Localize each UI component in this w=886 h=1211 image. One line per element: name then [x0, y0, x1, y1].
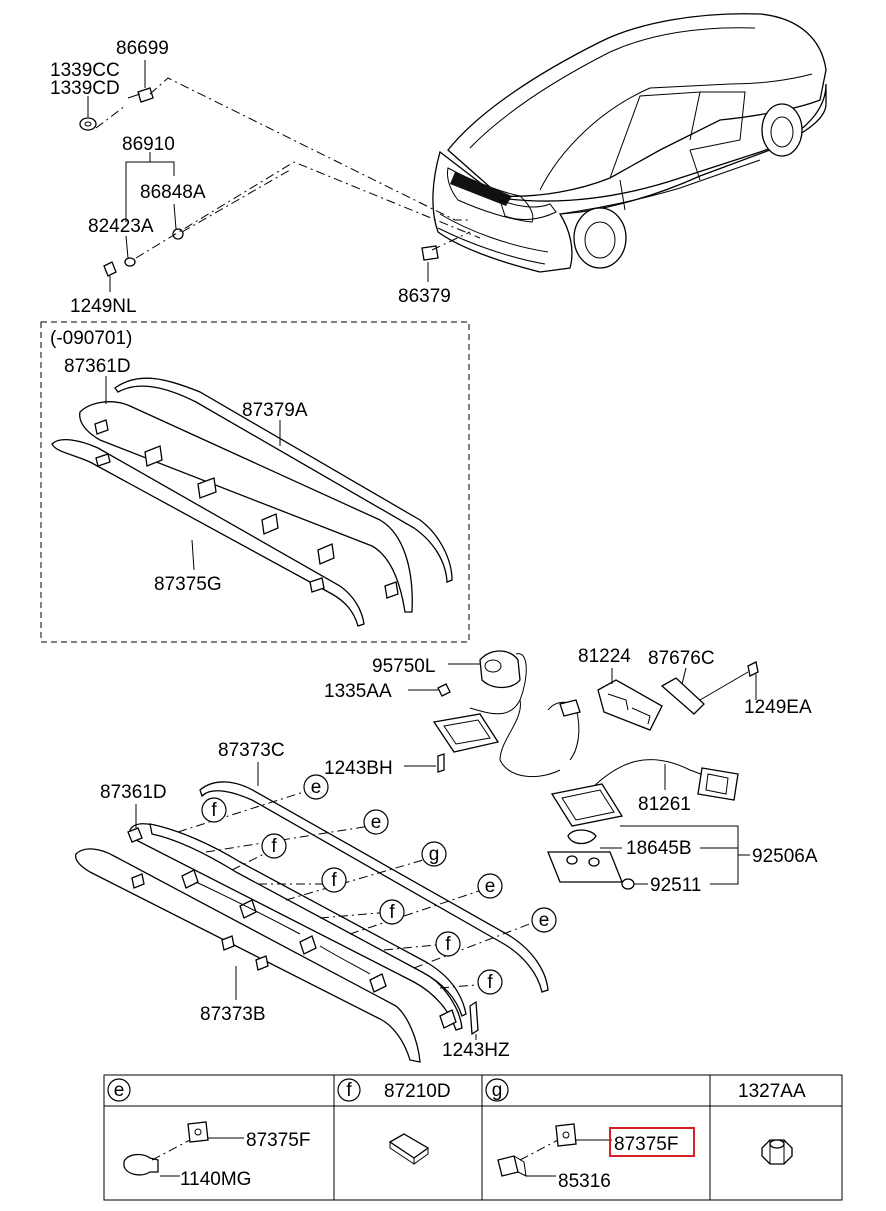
svg-text:e: e [539, 910, 550, 931]
pad-87210d-drawing [388, 1133, 430, 1159]
label-1249nl[interactable]: 1249NL [70, 296, 137, 317]
callout-e-3[interactable]: e [477, 873, 503, 899]
label-81224[interactable]: 81224 [578, 646, 631, 667]
label-87373c[interactable]: 87373C [218, 740, 285, 761]
svg-text:f: f [346, 1080, 352, 1101]
callout-f-2[interactable]: f [261, 833, 287, 859]
top-fasteners [79, 60, 439, 292]
label-1249ea[interactable]: 1249EA [744, 697, 812, 718]
legend-col4-part[interactable]: 1327AA [738, 1081, 806, 1102]
clip-1140mg-drawing [123, 1153, 159, 1176]
svg-text:e: e [311, 777, 322, 798]
legend-g-part-1[interactable]: 87375F [614, 1134, 678, 1155]
label-1339cc[interactable]: 1339CC [50, 60, 120, 81]
callout-f-1[interactable]: f [201, 797, 227, 823]
label-86848a[interactable]: 86848A [140, 182, 206, 203]
label-87361d-bottom[interactable]: 87361D [100, 782, 167, 803]
label-87375g[interactable]: 87375G [154, 574, 222, 595]
label-86910[interactable]: 86910 [122, 134, 175, 155]
label-87379a[interactable]: 87379A [242, 400, 308, 421]
legend-g-part-2[interactable]: 85316 [558, 1171, 611, 1192]
label-87676c[interactable]: 87676C [648, 648, 715, 669]
leader-lines-top [95, 77, 481, 259]
label-1243hz[interactable]: 1243HZ [442, 1040, 510, 1061]
svg-text:e: e [485, 876, 496, 897]
label-92511[interactable]: 92511 [650, 875, 701, 896]
legend-header-f: f [337, 1078, 361, 1102]
svg-text:g: g [492, 1080, 503, 1101]
wiring-and-lamps [404, 650, 759, 890]
callout-f-6[interactable]: f [477, 969, 503, 995]
svg-text:f: f [271, 836, 277, 857]
legend-table: e f 87210D g 1327AA 87375F 1140MG 87375F… [103, 1074, 843, 1201]
callout-e-4[interactable]: e [531, 907, 557, 933]
part-labels: 1339CC 1339CD 86699 86910 86848A 82423A … [50, 38, 818, 1061]
callout-f-4[interactable]: f [379, 899, 405, 925]
callout-e-2[interactable]: e [363, 809, 389, 835]
label-1335aa[interactable]: 1335AA [324, 681, 392, 702]
legend-header-g: g [485, 1078, 509, 1102]
label-87373b[interactable]: 87373B [200, 1004, 266, 1025]
clip-87375f-drawing [187, 1121, 209, 1143]
nut-1327aa-drawing [761, 1139, 793, 1165]
variant-note: (-090701) [50, 328, 132, 349]
callout-circles: e f e f g f e f e f f [201, 774, 557, 995]
vehicle-illustration [432, 13, 827, 273]
label-81261[interactable]: 81261 [638, 794, 691, 815]
clip-85316-drawing [497, 1155, 519, 1177]
svg-text:f: f [389, 902, 395, 923]
variant-box [40, 321, 470, 643]
label-87361d-top[interactable]: 87361D [64, 356, 131, 377]
label-1243bh[interactable]: 1243BH [324, 758, 393, 779]
callout-e-1[interactable]: e [303, 774, 329, 800]
svg-text:f: f [211, 800, 217, 821]
label-95750l[interactable]: 95750L [372, 656, 435, 677]
callout-g[interactable]: g [421, 841, 447, 867]
label-82423a[interactable]: 82423A [88, 216, 154, 237]
label-86699[interactable]: 86699 [116, 38, 169, 59]
lower-garnish [74, 762, 549, 1063]
label-1339cd[interactable]: 1339CD [50, 78, 120, 99]
label-18645b[interactable]: 18645B [626, 838, 692, 859]
variant-garnish-parts [51, 376, 453, 627]
label-86379[interactable]: 86379 [398, 286, 451, 307]
svg-text:f: f [487, 972, 493, 993]
label-92506a[interactable]: 92506A [752, 846, 818, 867]
svg-text:e: e [114, 1080, 125, 1101]
callout-f-5[interactable]: f [435, 931, 461, 957]
svg-text:f: f [331, 870, 337, 891]
callout-f-3[interactable]: f [321, 867, 347, 893]
legend-f-part[interactable]: 87210D [384, 1081, 451, 1102]
highlight-box [609, 1127, 695, 1157]
clip-87375f-g-drawing [555, 1123, 577, 1147]
svg-text:g: g [429, 844, 440, 865]
svg-text:f: f [445, 934, 451, 955]
legend-header-e: e [107, 1078, 131, 1102]
svg-text:e: e [371, 812, 382, 833]
legend-e-part-1[interactable]: 87375F [246, 1130, 310, 1151]
legend-e-part-2[interactable]: 1140MG [180, 1169, 251, 1190]
